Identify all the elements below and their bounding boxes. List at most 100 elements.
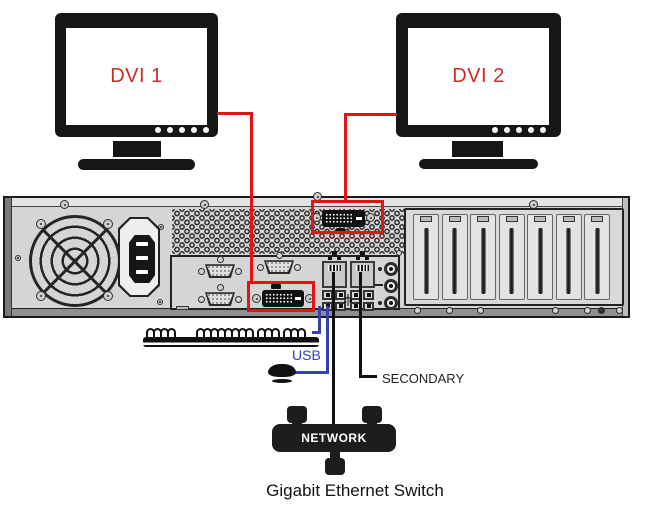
screw-icon xyxy=(36,291,46,301)
switch-port-stem xyxy=(330,450,340,459)
audio-jack-2 xyxy=(384,279,398,293)
switch-port-stem xyxy=(292,419,302,428)
mouse-body xyxy=(268,364,296,377)
screw-icon xyxy=(15,255,21,261)
screw-icon xyxy=(235,268,242,275)
vga-port-3 xyxy=(198,284,242,312)
screw-icon xyxy=(198,268,205,275)
slot-cover xyxy=(584,214,610,300)
vga-pins xyxy=(266,261,292,272)
indicator-dot xyxy=(504,127,510,133)
monitor-1-label: DVI 1 xyxy=(110,65,163,87)
dvi-blade xyxy=(295,297,301,300)
monitor-1-screen: DVI 1 xyxy=(66,28,207,125)
switch-port-connector xyxy=(362,406,382,423)
monitor-2-screen: DVI 2 xyxy=(408,28,549,125)
ethernet-port-2 xyxy=(350,261,375,288)
screw-icon xyxy=(157,299,163,305)
dvi-port-primary xyxy=(262,290,304,307)
screw-icon xyxy=(276,252,283,259)
screw-hole xyxy=(598,307,605,314)
dvi-2-tag: 2 xyxy=(346,227,350,234)
mouse-usb-cable xyxy=(326,306,329,374)
indicator-dot xyxy=(191,127,197,133)
power-inlet-face xyxy=(129,235,155,283)
line-out-icon xyxy=(375,284,383,286)
dvi-pins xyxy=(265,293,292,304)
usb-port xyxy=(363,301,374,311)
monitor-2-stand xyxy=(452,141,503,157)
network-switch: NETWORK xyxy=(272,424,396,452)
indicator-dot xyxy=(516,127,522,133)
dvi-1-cable xyxy=(217,112,253,115)
indicator-dot xyxy=(540,127,546,133)
ethernet-pins xyxy=(356,265,369,271)
dvi-blade xyxy=(356,217,362,220)
screw-icon xyxy=(217,284,224,291)
screw-hole xyxy=(584,307,591,314)
usb-port xyxy=(335,301,346,311)
usb-ports-right xyxy=(350,290,374,311)
indicator-dot xyxy=(492,127,498,133)
screw-icon xyxy=(36,219,46,229)
chassis-left-edge xyxy=(5,198,12,316)
vga-port-1 xyxy=(198,256,242,284)
usb-port xyxy=(335,290,346,300)
usb-icon xyxy=(344,294,352,306)
screw-icon xyxy=(252,294,261,303)
audio-jack-3 xyxy=(384,296,398,310)
expansion-slot-bay xyxy=(404,208,624,306)
screw-hole xyxy=(414,307,421,314)
screw-icon xyxy=(103,219,113,229)
slot-cover xyxy=(413,214,439,300)
indicator-dot xyxy=(528,127,534,133)
screw-hole xyxy=(616,307,623,314)
dvi-2-cable xyxy=(344,113,397,116)
mouse-base xyxy=(272,379,292,383)
screw-icon xyxy=(217,256,224,263)
indicator-dot xyxy=(167,127,173,133)
audio-icon xyxy=(378,267,382,271)
screw-hole xyxy=(552,307,559,314)
power-pin xyxy=(136,242,148,246)
diagram-caption: Gigabit Ethernet Switch xyxy=(266,481,444,500)
usb-label: USB xyxy=(292,347,321,363)
monitor-2-base xyxy=(419,159,538,169)
dvi-pins xyxy=(325,213,352,224)
screw-icon xyxy=(366,213,375,222)
vga-port-2 xyxy=(257,252,301,280)
dvi-port-secondary xyxy=(322,210,365,227)
keyboard xyxy=(143,328,319,347)
vga-pins xyxy=(207,265,233,276)
io-panel-notch xyxy=(176,306,189,310)
screw-icon xyxy=(60,200,69,209)
screw-icon xyxy=(200,200,209,209)
monitor-1-base xyxy=(78,159,195,170)
mouse xyxy=(268,364,296,384)
dvi-2-cable xyxy=(344,113,347,201)
monitor-2-label: DVI 2 xyxy=(452,65,505,87)
power-inlet xyxy=(118,217,160,297)
indicator-dot xyxy=(155,127,161,133)
mic-icon xyxy=(378,301,382,305)
mouse-usb-cable xyxy=(294,371,328,374)
audio-jack-1 xyxy=(384,262,398,276)
screw-icon xyxy=(257,264,264,271)
ethernet-icon xyxy=(328,251,341,260)
switch-port-connector xyxy=(325,458,345,475)
slot-cover xyxy=(498,214,525,300)
ethernet-pins xyxy=(328,265,341,271)
ethernet-icon xyxy=(356,251,369,260)
screw-hole xyxy=(477,307,484,314)
power-inlet-frame xyxy=(120,219,158,295)
keyboard-usb-cable xyxy=(312,331,321,334)
monitor-2: DVI 2 xyxy=(396,13,561,137)
slot-cover xyxy=(555,214,582,300)
screw-icon xyxy=(198,296,205,303)
network-cable xyxy=(332,272,335,430)
dvi-1-cable xyxy=(250,112,253,282)
slot-cover xyxy=(527,214,553,300)
keyboard-base xyxy=(143,337,319,347)
indicator-dot xyxy=(179,127,185,133)
keyboard-keys xyxy=(146,328,319,337)
